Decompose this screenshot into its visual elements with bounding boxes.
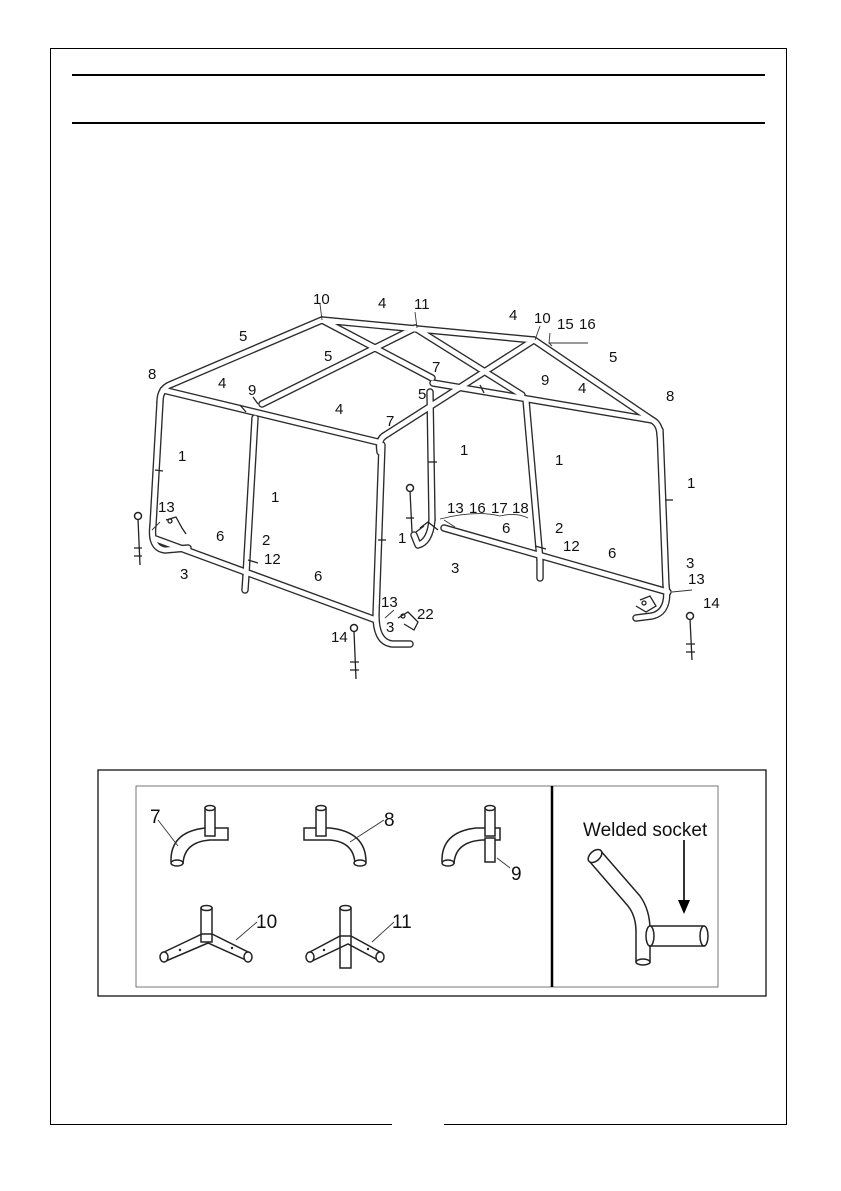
frame-label-18: 18 xyxy=(512,500,529,517)
welded-socket-arrowhead xyxy=(678,900,690,914)
parts-detail-box: 7 8 9 xyxy=(98,770,766,996)
frame-label-12: 12 xyxy=(563,538,580,555)
frame-label-6: 6 xyxy=(608,545,616,562)
frame-label-3: 3 xyxy=(686,555,694,572)
frame-label-7: 7 xyxy=(432,359,440,376)
fitting-7-label: 7 xyxy=(150,807,161,828)
frame-label-1: 1 xyxy=(271,489,279,506)
frame-label-12: 12 xyxy=(264,551,281,568)
frame-label-13: 13 xyxy=(447,500,464,517)
fitting-9-drawing: 9 xyxy=(442,806,522,886)
frame-pipe-cores xyxy=(153,320,669,644)
frame-label-1: 1 xyxy=(398,530,406,547)
frame-label-14: 14 xyxy=(703,595,720,612)
frame-label-5: 5 xyxy=(609,349,617,366)
frame-label-13: 13 xyxy=(158,499,175,516)
stake-left xyxy=(134,513,142,566)
fitting-10-drawing: 10 xyxy=(160,906,277,963)
frame-label-2: 2 xyxy=(555,520,563,537)
frame-label-10: 10 xyxy=(534,310,551,327)
frame-label-13: 13 xyxy=(381,594,398,611)
frame-label-7: 7 xyxy=(386,413,394,430)
fitting-9-label: 9 xyxy=(511,864,522,885)
frame-label-4: 4 xyxy=(218,375,226,392)
frame-label-6: 6 xyxy=(502,520,510,537)
frame-label-13: 13 xyxy=(688,571,705,588)
fitting-11-label: 11 xyxy=(392,912,412,933)
frame-label-4: 4 xyxy=(378,295,386,312)
frame-label-9: 9 xyxy=(541,372,549,389)
frame-label-6: 6 xyxy=(216,528,224,545)
fitting-8-drawing: 8 xyxy=(304,806,395,867)
frame-label-1: 1 xyxy=(460,442,468,459)
frame-label-4: 4 xyxy=(509,307,517,324)
frame-label-3: 3 xyxy=(451,560,459,577)
fitting-11-drawing: 11 xyxy=(306,906,412,969)
carport-frame: 1041141015165557849954847111111313161718… xyxy=(134,291,720,679)
stake-right xyxy=(686,613,695,661)
parts-box-outer xyxy=(98,770,766,996)
frame-label-10: 10 xyxy=(313,291,330,308)
frame-label-1: 1 xyxy=(687,475,695,492)
frame-label-2: 2 xyxy=(262,532,270,549)
ground-stakes xyxy=(134,485,695,680)
frame-label-5: 5 xyxy=(324,348,332,365)
frame-label-4: 4 xyxy=(335,401,343,418)
fitting-10-label: 10 xyxy=(256,912,277,933)
frame-label-1: 1 xyxy=(555,452,563,469)
fitting-7-drawing: 7 xyxy=(150,806,228,867)
welded-socket-drawing: Welded socket xyxy=(583,820,708,965)
frame-label-16: 16 xyxy=(579,316,596,333)
frame-label-8: 8 xyxy=(148,366,156,383)
frame-label-5: 5 xyxy=(239,328,247,345)
frame-label-14: 14 xyxy=(331,629,348,646)
frame-label-3: 3 xyxy=(386,619,394,636)
frame-label-22: 22 xyxy=(417,606,434,623)
stake-mid xyxy=(406,485,414,533)
welded-socket-label: Welded socket xyxy=(583,820,708,841)
frame-label-3: 3 xyxy=(180,566,188,583)
frame-label-15: 15 xyxy=(557,316,574,333)
frame-label-16: 16 xyxy=(469,500,486,517)
frame-label-4: 4 xyxy=(578,380,586,397)
frame-label-11: 11 xyxy=(414,296,430,313)
frame-label-1: 1 xyxy=(178,448,186,465)
frame-label-17: 17 xyxy=(491,500,508,517)
frame-label-8: 8 xyxy=(666,388,674,405)
fitting-8-label: 8 xyxy=(384,810,395,831)
frame-label-9: 9 xyxy=(248,382,256,399)
frame-label-5: 5 xyxy=(418,386,426,403)
stake-front xyxy=(350,625,359,680)
frame-label-6: 6 xyxy=(314,568,322,585)
